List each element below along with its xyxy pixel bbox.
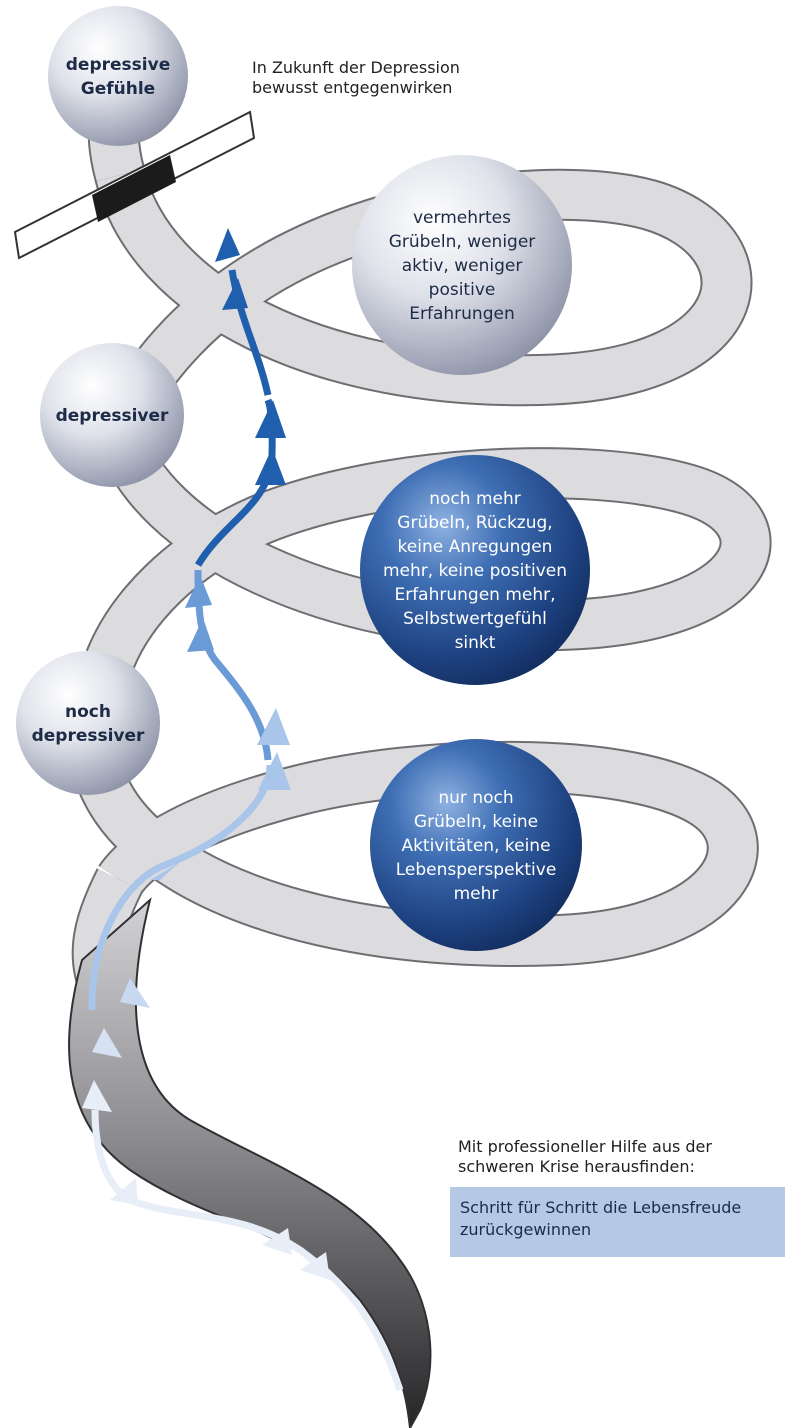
ball-label-line: sinkt — [455, 633, 496, 653]
ball-label-line: Erfahrungen mehr, — [394, 585, 555, 605]
ball-label-line: nur noch — [438, 788, 513, 808]
ball-label-line: mehr, keine positiven — [383, 561, 567, 581]
ball-label-line: depressiver — [32, 726, 145, 746]
note-future-counteract: In Zukunft der Depression bewusst entgeg… — [252, 58, 460, 98]
arrowhead-3 — [255, 400, 286, 438]
barrier — [13, 110, 256, 260]
ball-label-line: Gefühle — [81, 79, 155, 99]
ball-label-line: Aktivitäten, keine — [401, 836, 550, 856]
ball-label-line: aktiv, weniger — [402, 256, 523, 276]
ball-label-line: Grübeln, Rückzug, — [397, 513, 552, 533]
arrowhead-4 — [255, 448, 286, 485]
step-box-line-2: zurückgewinnen — [460, 1220, 592, 1239]
ball-label-line: keine Anregungen — [398, 537, 553, 557]
note-professional-help: Mit professioneller Hilfe aus der schwer… — [458, 1137, 712, 1177]
arrowhead-1 — [215, 228, 240, 262]
arrowhead-8 — [258, 752, 291, 790]
arrowhead-10 — [120, 978, 150, 1008]
ribbon-tail — [68, 897, 432, 1428]
ball-label-line: noch mehr — [429, 489, 520, 509]
arrowhead-15 — [300, 1252, 330, 1280]
ball-label-line: Lebensperspektive — [396, 860, 557, 880]
ball-even-more-depressed: noch depressiver — [16, 651, 160, 795]
ball-label-line: Selbstwertgefühl — [403, 609, 547, 629]
step-box-line-1: Schritt für Schritt die Lebensfreude — [460, 1198, 742, 1217]
arrowhead-9 — [150, 862, 180, 880]
ball-label-line: noch — [65, 702, 111, 722]
ball-label-line: Erfahrungen — [409, 304, 514, 324]
ball-label-line: vermehrtes — [413, 208, 511, 228]
note-top-line-1: In Zukunft der Depression — [252, 58, 460, 77]
ball-label-line: depressiver — [56, 406, 169, 426]
arrow-path-light — [88, 764, 274, 1011]
arrow-heads — [82, 228, 330, 1280]
arrowhead-6 — [187, 618, 214, 652]
arrowhead-2 — [222, 278, 248, 310]
ball-label-line: depressive — [66, 55, 170, 75]
ball-label-line: mehr — [454, 884, 499, 904]
ball-more-depressed-text: depressiver — [56, 406, 169, 426]
ball-label-line: Grübeln, keine — [414, 812, 538, 832]
ball-more-depressed: depressiver — [40, 343, 184, 487]
arrowhead-11 — [92, 1028, 122, 1058]
note-bottom-line-2: schweren Krise herausfinden: — [458, 1157, 695, 1176]
arrowhead-13 — [110, 1178, 138, 1205]
step-by-step-box: Schritt für Schritt die Lebensfreude zur… — [450, 1187, 785, 1257]
arrowhead-5 — [185, 575, 212, 608]
arrowhead-14 — [262, 1228, 292, 1255]
ball-label-line: positive — [429, 280, 496, 300]
note-top-line-2: bewusst entgegenwirken — [252, 78, 453, 97]
note-bottom-line-1: Mit professioneller Hilfe aus der — [458, 1137, 712, 1156]
arrowhead-7 — [257, 708, 290, 745]
ball-even-more-depressed-text: noch depressiver — [32, 702, 145, 746]
ball-label-line: Grübeln, weniger — [389, 232, 536, 252]
arrowhead-12 — [82, 1080, 112, 1112]
